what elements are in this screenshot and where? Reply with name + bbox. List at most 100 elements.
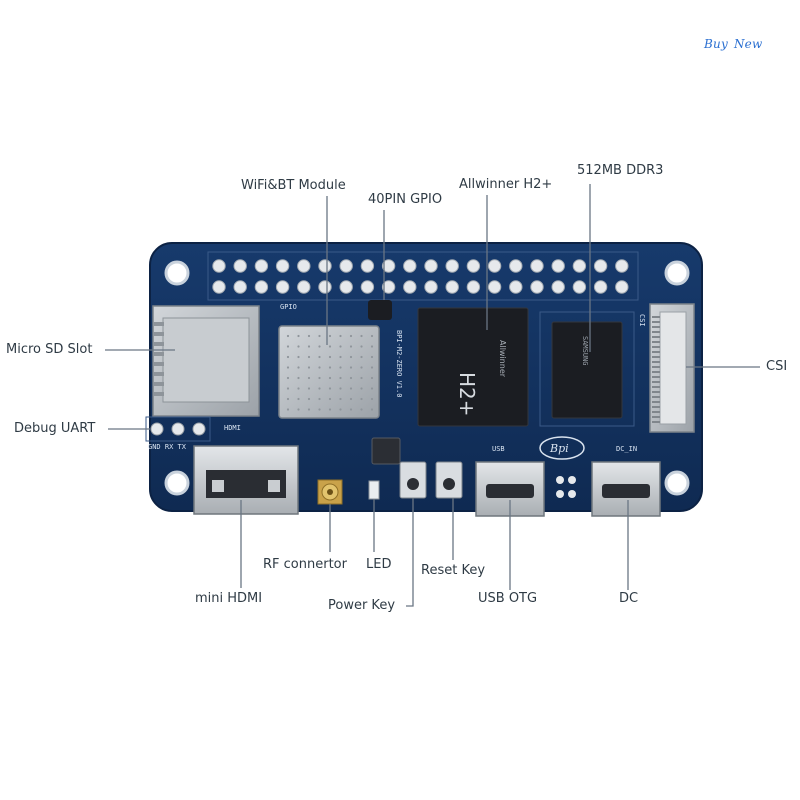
- csi-tooth: [652, 371, 660, 373]
- bpi-logo-oval: [539, 436, 585, 460]
- rf-center: [327, 489, 333, 495]
- pad: [568, 476, 576, 484]
- gpio-pad: [233, 280, 247, 294]
- gpio-pad: [551, 280, 565, 294]
- gpio-pad: [403, 259, 417, 273]
- gpio-pad: [254, 259, 269, 273]
- gpio-pad: [572, 280, 587, 294]
- mini-hdmi-port: HDMI: [193, 424, 299, 515]
- module-texture-dot: [328, 376, 332, 380]
- csi-tooth: [652, 361, 660, 363]
- wifi-module-texture: [286, 334, 374, 411]
- power-key-cap: [407, 478, 419, 490]
- module-texture-dot: [339, 397, 342, 401]
- sd-pin: [154, 392, 164, 396]
- module-texture-dot: [349, 408, 353, 411]
- module-texture-dot: [360, 355, 363, 359]
- label-dc: DC: [619, 591, 639, 606]
- gpio-pad: [615, 280, 629, 294]
- pad: [556, 476, 564, 484]
- module-texture-dot: [339, 355, 342, 359]
- wifi-bt-module: [278, 325, 380, 419]
- module-texture-dot: [318, 387, 321, 390]
- module-texture-dot: [339, 366, 342, 369]
- crystal-component: [371, 437, 401, 465]
- micro-sd-inner: [162, 317, 250, 403]
- module-texture-dot: [339, 376, 342, 380]
- gpio-header-outline: [207, 251, 639, 301]
- gpio-pad: [615, 259, 629, 273]
- csi-tooth: [652, 381, 660, 383]
- uart-pad: [192, 422, 206, 436]
- sd-pin: [154, 342, 164, 346]
- gpio-pad: [445, 259, 459, 273]
- module-texture-dot: [360, 345, 363, 348]
- module-texture-dot: [339, 408, 342, 411]
- module-texture-dot: [318, 355, 321, 359]
- sd-pin: [154, 362, 164, 366]
- micro-sd-slot: [152, 305, 260, 417]
- gpio-header: [207, 251, 639, 301]
- bpi-logo: Bpi: [539, 436, 585, 460]
- gpio-pad: [572, 259, 587, 273]
- module-texture-dot: [349, 387, 353, 390]
- sd-pin: [154, 322, 164, 326]
- label-led: LED: [366, 557, 392, 572]
- module-texture-dot: [318, 366, 321, 369]
- gpio-pad: [339, 280, 353, 294]
- gpio-pad: [254, 280, 269, 294]
- gpio-pad: [297, 280, 311, 294]
- label-ddr3: 512MB DDR3: [577, 163, 664, 178]
- gpio-pad: [275, 259, 290, 273]
- csi-tooth: [652, 341, 660, 343]
- module-texture-dot: [339, 387, 342, 390]
- label-usb-otg: USB OTG: [478, 591, 538, 606]
- dc-port: [591, 461, 661, 517]
- module-texture-dot: [370, 397, 374, 401]
- label-reset-key: Reset Key: [421, 563, 486, 578]
- allwinner-chip: H2+ Allwinner: [417, 307, 529, 427]
- module-texture-dot: [328, 366, 332, 369]
- label-debug-uart: Debug UART: [14, 421, 96, 436]
- module-texture-dot: [370, 345, 374, 348]
- module-texture-dot: [307, 387, 311, 390]
- module-texture-dot: [328, 345, 332, 348]
- silk-hdmi: HDMI: [224, 424, 241, 432]
- module-texture-dot: [307, 345, 311, 348]
- gpio-pad: [593, 259, 608, 273]
- module-texture-dot: [286, 334, 290, 338]
- module-texture-dot: [286, 366, 290, 369]
- module-texture-dot: [360, 366, 363, 369]
- module-texture-dot: [328, 397, 332, 401]
- module-texture-dot: [370, 366, 374, 369]
- module-texture-dot: [307, 355, 311, 359]
- module-texture-dot: [360, 397, 363, 401]
- gpio-pad: [551, 259, 565, 273]
- gpio-pad: [424, 259, 438, 273]
- csi-tooth: [652, 351, 660, 353]
- csi-tooth: [652, 391, 660, 393]
- gpio-pad: [487, 280, 502, 294]
- power-key-button: [399, 461, 427, 499]
- rf-connector: [317, 479, 343, 505]
- chip-brand-label: Allwinner: [498, 340, 507, 378]
- gpio-pad: [318, 259, 332, 273]
- gpio-pad: [339, 259, 353, 273]
- csi-teeth: [652, 316, 660, 423]
- csi-tooth: [652, 376, 660, 378]
- module-texture-dot: [360, 387, 363, 390]
- uart-pad: [171, 422, 185, 436]
- module-texture-dot: [318, 345, 321, 348]
- label-gpio-40pin: 40PIN GPIO: [368, 192, 443, 207]
- module-texture-dot: [297, 334, 300, 338]
- label-micro-sd-slot: Micro SD Slot: [6, 342, 93, 357]
- module-texture-dot: [286, 376, 290, 380]
- gpio-pad: [509, 259, 523, 273]
- module-texture-dot: [286, 387, 290, 390]
- module-texture-dot: [297, 397, 300, 401]
- mini-hdmi-tab-left: [212, 480, 224, 492]
- module-texture-dot: [286, 355, 290, 359]
- debug-uart-pads: [145, 416, 211, 442]
- csi-tooth: [652, 316, 660, 318]
